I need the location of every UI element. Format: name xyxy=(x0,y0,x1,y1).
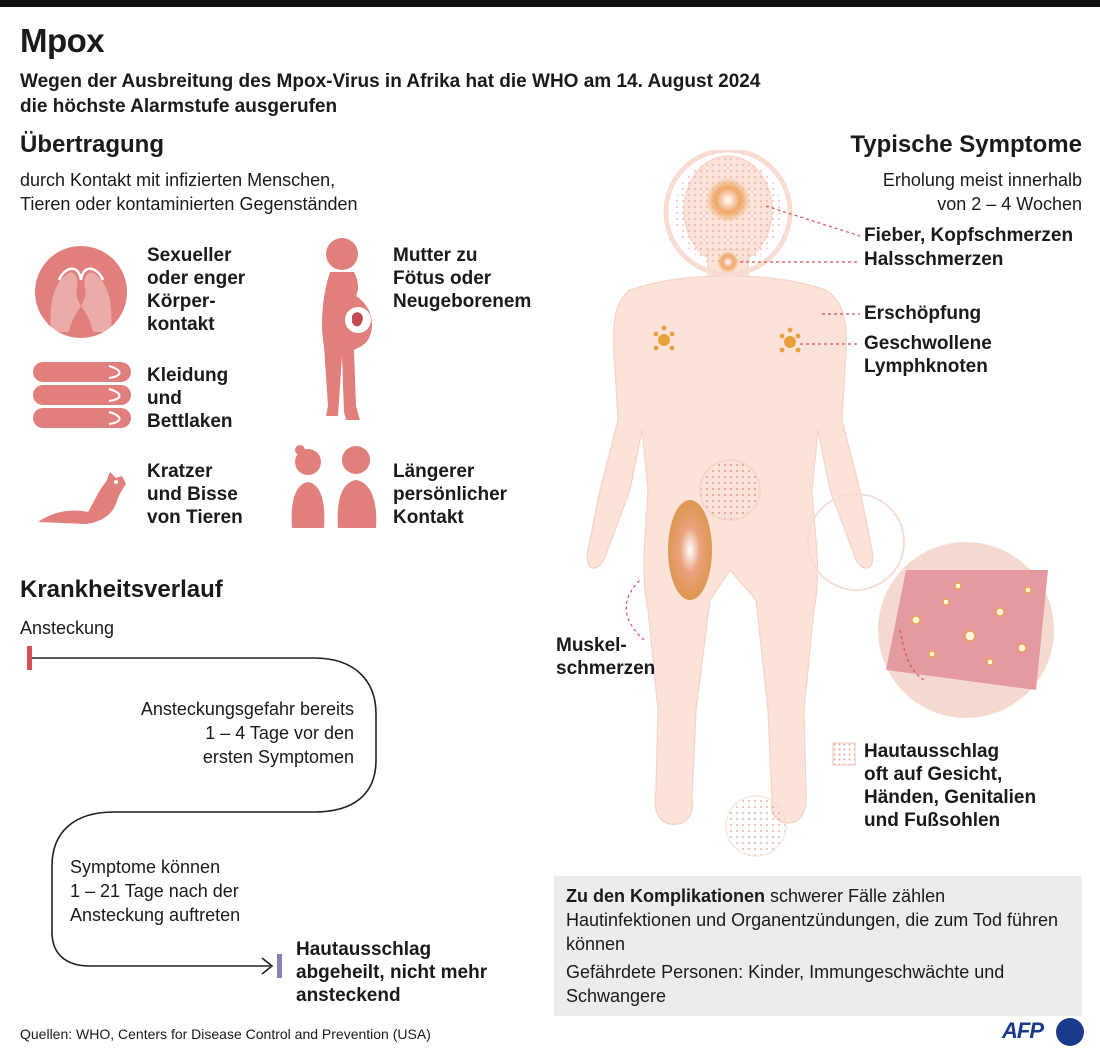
symptoms-recovery: Erholung meist innerhalb von 2 – 4 Woche… xyxy=(760,168,1082,216)
page-title: Mpox xyxy=(20,22,105,59)
transmission-label-mother: Mutter zu Fötus oder Neugeborenem xyxy=(393,245,532,312)
symptom-fever: Fieber, Kopfschmerzen xyxy=(864,225,1074,246)
end-marker xyxy=(277,954,282,978)
fever-glow xyxy=(706,178,750,222)
symptom-rash: Hautausschlag oft auf Gesicht, Händen, G… xyxy=(864,741,1037,831)
rash-legend-icon xyxy=(832,742,856,766)
transmission-desc-line-1: durch Kontakt mit infizierten Menschen, xyxy=(20,170,336,190)
course-heading: Krankheitsverlauf xyxy=(20,576,223,603)
transmission-heading: Übertragung xyxy=(20,131,164,158)
course-end-label: Hautausschlag abgeheilt, nicht mehr anst… xyxy=(296,939,488,1006)
symptom-fatigue: Erschöpfung xyxy=(864,303,982,324)
afp-logo-dot xyxy=(1056,1018,1084,1046)
head-halo xyxy=(663,150,793,277)
hand-rash-ring xyxy=(807,493,905,591)
course-start-label: Ansteckung xyxy=(20,618,115,638)
start-marker xyxy=(27,646,32,670)
kissing-couple-icon xyxy=(35,246,127,338)
symptom-lymph: Geschwollene Lymphknoten xyxy=(864,333,992,377)
lymph-node-right xyxy=(779,327,801,353)
complications-box: Zu den Komplikationen schwerer Fälle zäh… xyxy=(554,876,1082,1016)
symptom-muscle: Muskel- schmerzen xyxy=(556,635,656,679)
transmission-label-contact: Längerer persönlicher Kontakt xyxy=(393,461,508,528)
squirrel-icon xyxy=(38,472,126,524)
complications-bold: Zu den Komplikationen xyxy=(566,886,766,906)
human-body-illustration xyxy=(586,150,1054,857)
afp-logo: AFP xyxy=(1002,1018,1044,1043)
complications-rest: schwerer Fälle zählen Hautinfektionen un… xyxy=(566,886,1059,954)
recovery-line-2: von 2 – 4 Wochen xyxy=(937,194,1082,214)
transmission-label-animals: Kratzer und Bisse von Tieren xyxy=(147,461,243,528)
transmission-desc-line-2: Tieren oder kontaminierten Gegenständen xyxy=(20,194,358,214)
course-step-1: Ansteckungsgefahr bereits 1 – 4 Tage vor… xyxy=(140,699,354,767)
course-timeline xyxy=(27,646,377,978)
recovery-line-1: Erholung meist innerhalb xyxy=(882,170,1082,190)
subtitle-line-1: Wegen der Ausbreitung des Mpox-Virus in … xyxy=(20,71,761,92)
course-step-2: Symptome können 1 – 21 Tage nach der Ans… xyxy=(70,857,241,925)
complications-text: Zu den Komplikationen schwerer Fälle zäh… xyxy=(566,884,1066,956)
sources-footer: Quellen: WHO, Centers for Disease Contro… xyxy=(20,1026,431,1042)
symptom-throat: Halsschmerzen xyxy=(864,249,1004,270)
pregnant-woman-icon xyxy=(322,238,372,420)
timeline-arrow xyxy=(261,957,274,975)
lymph-node-left xyxy=(653,325,675,351)
throat-glow xyxy=(717,251,739,273)
complications-risk: Gefährdete Personen: Kinder, Immungeschw… xyxy=(566,962,1005,1006)
timeline-path xyxy=(32,657,377,967)
muscle-pain-glow xyxy=(668,500,712,600)
leader-lines xyxy=(625,205,925,681)
top-bar xyxy=(0,0,1100,7)
folded-linen-icon xyxy=(33,362,131,428)
page-subtitle: Wegen der Ausbreitung des Mpox-Virus in … xyxy=(20,69,840,119)
transmission-label-sexual: Sexueller oder enger Körper- kontakt xyxy=(147,245,246,335)
groin-rash xyxy=(699,459,761,521)
foot-rash xyxy=(725,795,787,857)
symptoms-heading: Typische Symptome xyxy=(850,131,1082,158)
transmission-description: durch Kontakt mit infizierten Menschen, … xyxy=(20,168,358,216)
subtitle-line-2: die höchste Alarmstufe ausgerufen xyxy=(20,96,338,117)
two-people-icon xyxy=(291,445,377,528)
skin-zoom xyxy=(878,542,1054,718)
transmission-label-clothing: Kleidung und Bettlaken xyxy=(147,365,233,432)
